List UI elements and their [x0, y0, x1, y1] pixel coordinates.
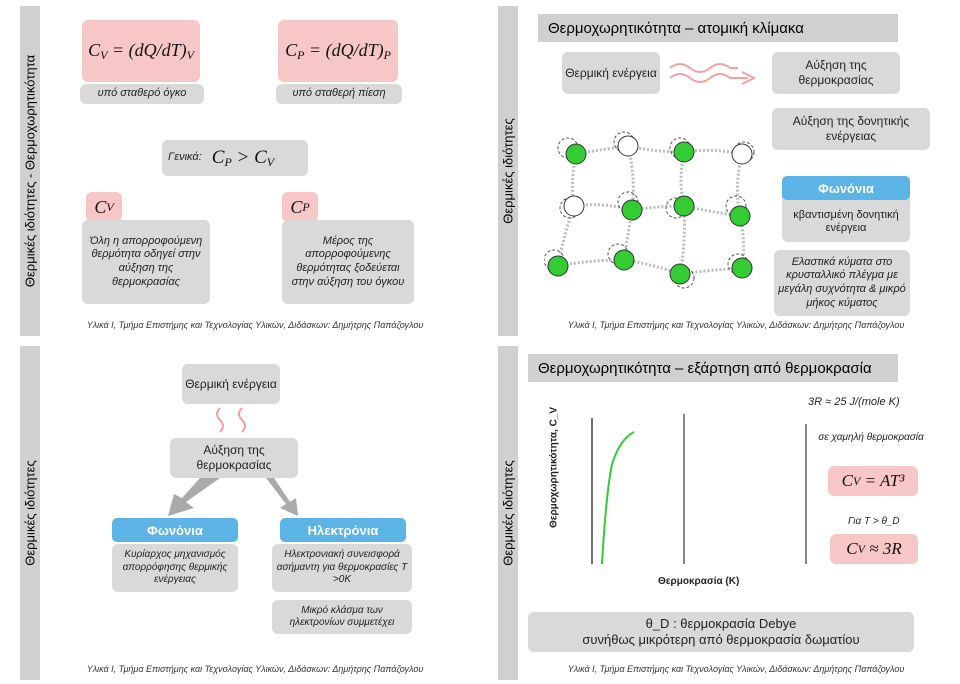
phonons-subtext: κβαντισμένη δονητική ενέργεια — [793, 208, 899, 235]
branch-arrows — [168, 478, 298, 516]
slide3-footer: Υλικά Ι, Τμήμα Επιστήμης και Τεχνολογίας… — [86, 664, 424, 674]
slide-cv-cp: Θερμικές ιδιότητες - Θερμοχωρητικότητα C… — [20, 6, 470, 336]
slide3-sidebar-text: Θερμικές ιδιότητες — [22, 460, 38, 566]
heat-capacity-curve — [591, 414, 807, 565]
s3-phonons-desc: Κυρίαρχος μηχανισμός απορρόφησης θερμική… — [112, 544, 238, 592]
slide1-sidebar: Θερμικές ιδιότητες - Θερμοχωρητικότητα — [20, 6, 40, 336]
crystal-lattice-diagram — [544, 131, 755, 289]
s3-temp-increase-box: Αύξηση της θερμοκρασίας — [170, 438, 298, 478]
ylabel: Θερμοχωρητικότητα, C_V — [548, 406, 560, 529]
slide3-sidebar: Θερμικές ιδιότητες — [20, 346, 40, 680]
s3-thermal-energy-box: Θερμική ενέργεια — [182, 364, 280, 404]
heat-wave-icon — [216, 407, 246, 433]
cv-caption: υπό σταθερό όγκο — [80, 84, 204, 104]
s3-electrons-head: Ηλεκτρόνια — [280, 518, 406, 542]
temp-increase-box: Αύξηση της θερμοκρασίας — [772, 52, 900, 94]
wave-arrow-icon — [669, 63, 757, 85]
slide-temp-dependence: Θερμικές ιδιότητες Θερμοχωρητικότητα – ε… — [498, 346, 954, 680]
slide4-sidebar-text: Θερμικές ιδιότητες — [500, 460, 516, 566]
slide1-sidebar-text: Θερμικές ιδιότητες - Θερμοχωρητικότητα — [22, 54, 38, 288]
slide-atomic-scale: Θερμικές ιδιότητες Θερμοχωρητικότητα – α… — [498, 6, 954, 336]
cp-description: Μέρος της απορροφούμενης θερμότητας ξοδε… — [282, 220, 414, 304]
slide2-sidebar: Θερμικές ιδιότητες — [498, 6, 518, 336]
slide4-sidebar: Θερμικές ιδιότητες — [498, 346, 518, 680]
xlabel: Θερμοκρασία (K) — [658, 576, 740, 587]
high-temp-text: Για T > θ_D — [848, 516, 900, 527]
slide4-title: Θερμοχωρητικότητα – εξάρτηση από θερμοκρ… — [528, 354, 898, 382]
cp-caption: υπό σταθερή πίεση — [276, 84, 402, 104]
cv-curve — [601, 431, 635, 565]
general-label: Γενικά: — [168, 151, 202, 164]
slide2-title: Θερμοχωρητικότητα – ατομική κλίμακα — [538, 14, 898, 42]
low-temp-text: σε χαμηλή θερμοκρασία — [818, 432, 924, 443]
slide-energy-mechanisms: Θερμικές ιδιότητες Θερμική ενέργεια Αύξη… — [20, 346, 470, 680]
general-formula: CP > CV — [211, 147, 275, 169]
cv-definition: CV = (dQ/dT)V — [82, 20, 200, 82]
general-box: Γενικά: CP > CV — [162, 140, 308, 176]
cv-description: Όλη η απορροφούμενη θερμότητα οδηγεί στη… — [82, 220, 210, 304]
debye-text: θ_D : θερμοκρασία Debye — [645, 615, 797, 631]
slide2-footer: Υλικά Ι, Τμήμα Επιστήμης και Τεχνολογίας… — [567, 320, 905, 330]
slide2-sidebar-text: Θερμικές ιδιότητες — [500, 118, 516, 224]
slide4-footer: Υλικά Ι, Τμήμα Επιστήμης και Τεχνολογίας… — [567, 664, 905, 674]
limit-text: 3R ≈ 25 J/(mole K) — [808, 396, 900, 408]
elastic-waves-box: Ελαστικά κύματα στο κρυσταλλικό πλέγμα μ… — [774, 250, 910, 316]
thermal-energy-box: Θερμική ενέργεια — [562, 52, 660, 94]
phonons-head: Φωνόνια — [782, 176, 910, 200]
debye-box: θ_D : θερμοκρασία Debye συνήθως μικρότερ… — [528, 612, 914, 652]
s3-phonons-head: Φωνόνια — [112, 518, 238, 542]
debye-note: συνήθως μικρότερη από θερμοκρασία δωματί… — [582, 632, 860, 647]
s3-electrons-note: Μικρό κλάσμα των ηλεκτρονίων συμμετέχει — [272, 600, 412, 634]
vib-increase-box: Αύξηση της δονητικής ενέργειας — [772, 108, 930, 150]
s3-electrons-desc: Ηλεκτρονιακή συνεισφορά ασήμαντη για θερ… — [272, 544, 412, 592]
cp-definition: CP = (dQ/dT)P — [278, 20, 398, 82]
slide1-footer: Υλικά Ι, Τμήμα Επιστήμης και Τεχνολογίας… — [86, 320, 424, 330]
